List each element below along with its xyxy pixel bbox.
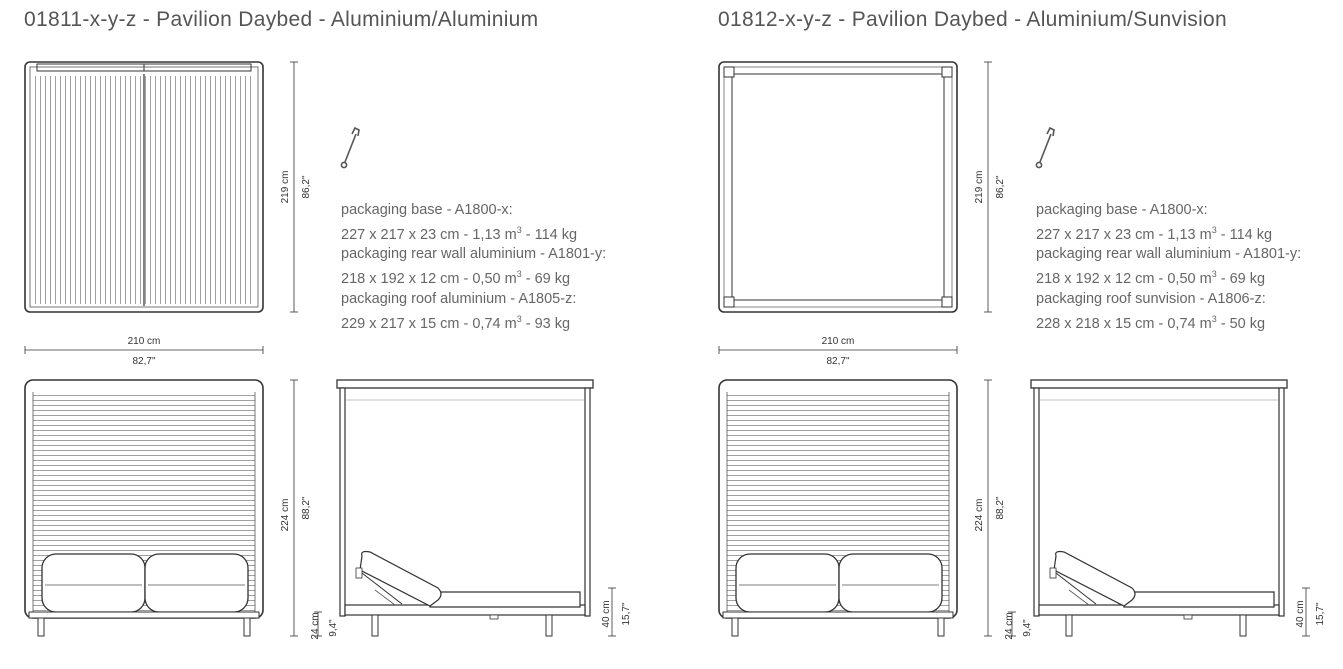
width-cm-label-right: 210 cm: [822, 336, 855, 347]
packaging-dims: 218 x 192 x 12 cm - 0,50 m3 - 69 kg: [1036, 269, 1266, 288]
packaging-label: packaging roof aluminium - A1805-z:: [341, 290, 577, 307]
leg-cm-label-right: 24 cm: [1004, 612, 1015, 639]
packaging-label: packaging rear wall aluminium - A1801-y:: [341, 246, 607, 263]
dimension-lines-left: [24, 61, 616, 637]
height-in-label-right: 88,2": [995, 496, 1006, 519]
side-view-right: [1030, 379, 1288, 637]
height-cm-label-left: 224 cm: [280, 499, 291, 532]
product-title-1: 01811-x-y-z - Pavilion Daybed - Aluminiu…: [24, 8, 539, 31]
seat-in-label-left: 15,7": [621, 602, 632, 625]
packaging-dims: 227 x 217 x 23 cm - 1,13 m3 - 114 kg: [1036, 224, 1273, 243]
packaging-dims: 228 x 218 x 15 cm - 0,74 m3 - 50 kg: [1036, 313, 1266, 332]
packaging-dims: 218 x 192 x 12 cm - 0,50 m3 - 69 kg: [341, 269, 571, 288]
packaging-info-right: packaging base - A1800-x: 227 x 217 x 23…: [1036, 201, 1301, 334]
packaging-info-left: packaging base - A1800-x: 227 x 217 x 23…: [341, 201, 606, 334]
width-cm-label-left: 210 cm: [128, 336, 161, 347]
product-title-2: 01812-x-y-z - Pavilion Daybed - Aluminiu…: [718, 8, 1228, 31]
depth-cm-label-right: 219 cm: [974, 171, 985, 204]
width-in-label-left: 82,7": [132, 356, 155, 367]
depth-in-label-left: 86,2": [301, 175, 312, 198]
packaging-dims: 229 x 217 x 15 cm - 0,74 m3 - 93 kg: [341, 313, 571, 332]
height-in-label-left: 88,2": [301, 496, 312, 519]
seat-in-label-right: 15,7": [1315, 602, 1326, 625]
width-in-label-right: 82,7": [826, 356, 849, 367]
front-view-right: [718, 379, 958, 637]
side-view-left: [336, 379, 594, 637]
packaging-label: packaging rear wall aluminium - A1801-y:: [1036, 246, 1302, 263]
top-view-aluminium: [24, 61, 264, 313]
depth-in-label-right: 86,2": [995, 175, 1006, 198]
front-view-left: [24, 379, 264, 637]
top-view-sunvision: [718, 61, 958, 313]
wrench-icon: [340, 126, 360, 169]
wrench-icon: [1035, 126, 1055, 169]
seat-cm-label-right: 40 cm: [1295, 600, 1306, 627]
packaging-label: packaging roof sunvision - A1806-z:: [1036, 290, 1266, 307]
packaging-label: packaging base - A1800-x:: [341, 202, 513, 218]
seat-cm-label-left: 40 cm: [601, 600, 612, 627]
height-cm-label-right: 224 cm: [974, 499, 985, 532]
dimension-lines-right: [718, 61, 1310, 637]
leg-cm-label-left: 24 cm: [310, 612, 321, 639]
packaging-dims: 227 x 217 x 23 cm - 1,13 m3 - 114 kg: [341, 224, 578, 243]
leg-in-label-left: 9,4": [328, 619, 339, 637]
depth-cm-label-left: 219 cm: [280, 171, 291, 204]
leg-in-label-right: 9,4": [1022, 619, 1033, 637]
packaging-label: packaging base - A1800-x:: [1036, 202, 1208, 218]
